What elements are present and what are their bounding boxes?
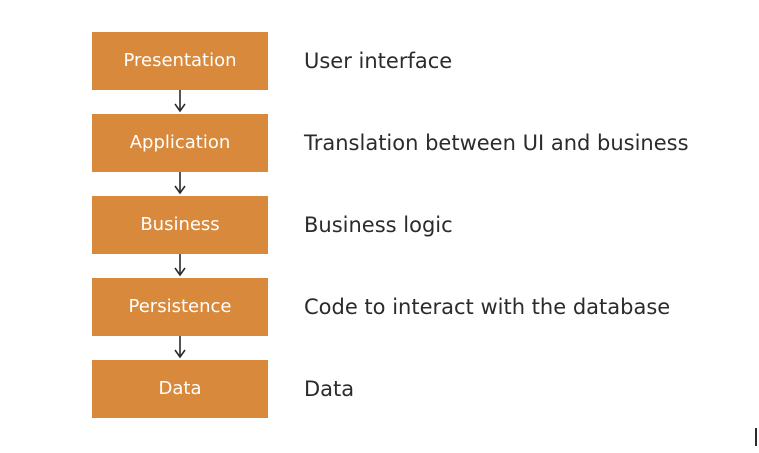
- layer-description-business: Business logic: [304, 213, 453, 237]
- layer-box-data: Data: [92, 360, 268, 418]
- layer-box-presentation: Presentation: [92, 32, 268, 90]
- layer-description-persistence: Code to interact with the database: [304, 295, 671, 319]
- arrow-presentation-to-application: [174, 90, 186, 113]
- text-cursor-mark: [755, 428, 757, 446]
- layer-box-business: Business: [92, 196, 268, 254]
- layer-row-presentation: Presentation User interface: [0, 32, 759, 90]
- arrow-persistence-to-data: [174, 336, 186, 359]
- layer-box-persistence: Persistence: [92, 278, 268, 336]
- arrow-application-to-business: [174, 172, 186, 195]
- layer-row-persistence: Persistence Code to interact with the da…: [0, 278, 759, 336]
- layer-row-business: Business Business logic: [0, 196, 759, 254]
- layer-box-application: Application: [92, 114, 268, 172]
- layer-description-application: Translation between UI and business: [304, 131, 689, 155]
- layer-description-data: Data: [304, 377, 355, 401]
- arrow-business-to-persistence: [174, 254, 186, 277]
- layer-row-application: Application Translation between UI and b…: [0, 114, 759, 172]
- layer-row-data: Data Data: [0, 360, 759, 418]
- layer-description-presentation: User interface: [304, 49, 453, 73]
